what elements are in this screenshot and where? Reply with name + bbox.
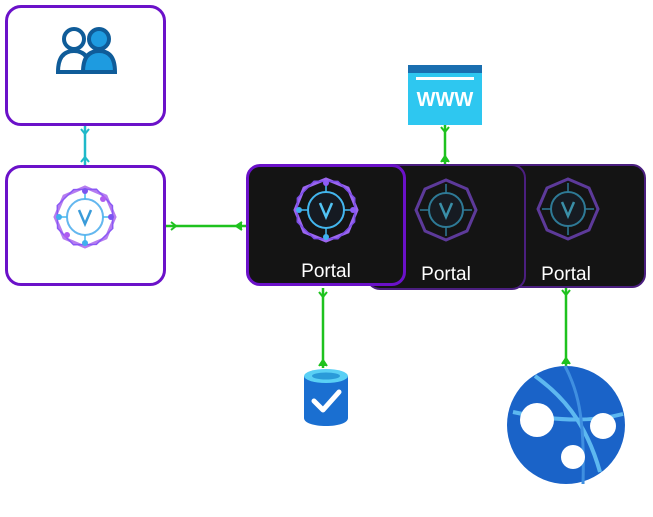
virtual-hub-node[interactable] — [5, 165, 166, 286]
storage-check-icon[interactable] — [302, 368, 352, 426]
edge-www-to-portal — [440, 124, 450, 165]
hub-icon — [414, 178, 478, 242]
edge-portal-to-storage — [318, 288, 328, 368]
edge-hub-to-portal — [166, 221, 246, 231]
users-node[interactable] — [5, 5, 166, 126]
portal-label: Portal — [541, 264, 591, 285]
edge-portal-to-webapp — [561, 286, 571, 366]
hub-icon — [536, 177, 600, 241]
website-node[interactable]: WWW — [408, 65, 482, 125]
users-icon — [55, 27, 118, 74]
hub-icon — [53, 185, 117, 249]
www-icon: WWW — [408, 65, 482, 125]
portal-node-1[interactable]: Portal — [246, 164, 406, 286]
hub-icon — [293, 177, 359, 243]
portal-label: Portal — [301, 261, 351, 282]
web-app-globe-icon[interactable] — [505, 364, 627, 486]
edge-users-to-hub — [80, 126, 90, 165]
www-text: WWW — [416, 89, 474, 111]
portal-label: Portal — [421, 264, 471, 285]
